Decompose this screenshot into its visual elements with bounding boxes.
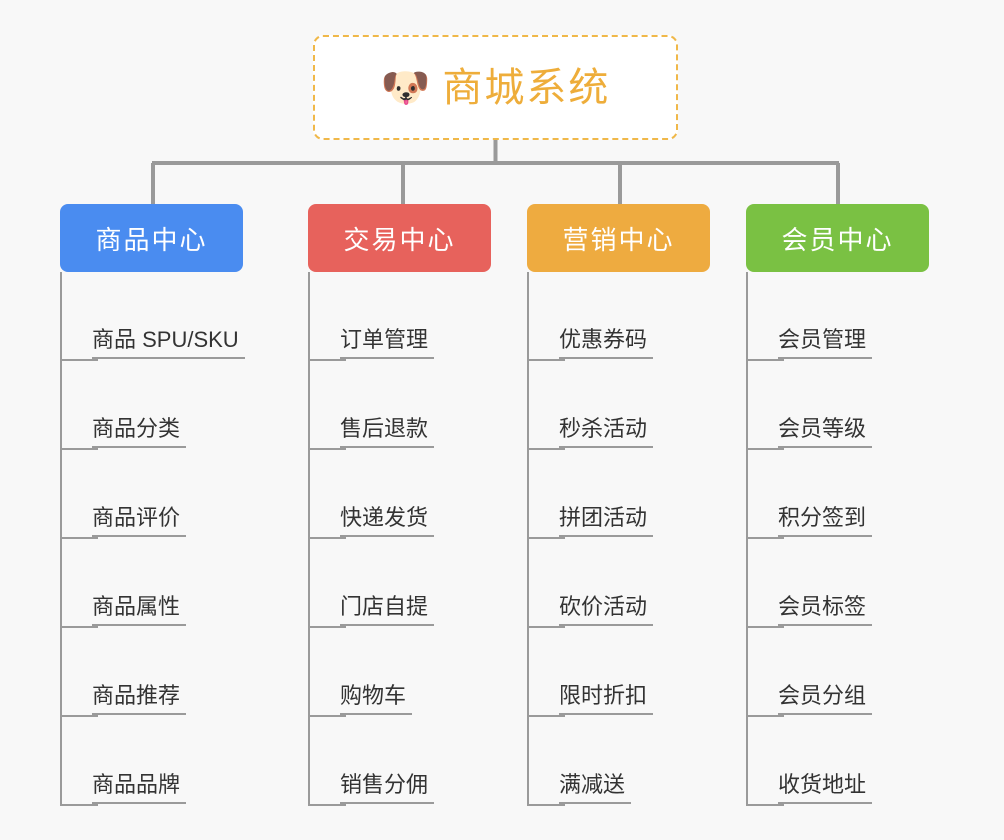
leaf-label: 收货地址 (778, 772, 873, 804)
leaf-label: 购物车 (340, 683, 413, 715)
leaf-list-member-center: 会员管理 会员等级 积分签到 会员标签 会员分组 收货地址 (746, 272, 873, 806)
list-item[interactable]: 会员管理 (746, 272, 873, 361)
list-item[interactable]: 商品品牌 (60, 717, 245, 806)
branch-spine (746, 272, 748, 806)
leaf-label: 快递发货 (340, 505, 435, 537)
list-item[interactable]: 砍价活动 (527, 539, 654, 628)
leaf-label: 积分签到 (778, 505, 873, 537)
leaf-label: 会员管理 (778, 327, 873, 359)
branch-header-label: 会员中心 (781, 224, 894, 255)
list-item[interactable]: 商品推荐 (60, 628, 245, 717)
list-item[interactable]: 优惠券码 (527, 272, 654, 361)
leaf-label: 商品分类 (92, 416, 187, 448)
leaf-list-product-center: 商品 SPU/SKU 商品分类 商品评价 商品属性 商品推荐 商品品牌 (60, 272, 245, 806)
list-item[interactable]: 快递发货 (308, 450, 435, 539)
list-item[interactable]: 门店自提 (308, 539, 435, 628)
leaf-label: 会员等级 (778, 416, 873, 448)
leaf-label: 会员分组 (778, 683, 873, 715)
list-item[interactable]: 拼团活动 (527, 450, 654, 539)
leaf-label: 商品属性 (92, 594, 187, 626)
list-item[interactable]: 限时折扣 (527, 628, 654, 717)
list-item[interactable]: 商品属性 (60, 539, 245, 628)
leaf-label: 限时折扣 (559, 683, 654, 715)
root-node[interactable]: 🐶 商城系统 (313, 35, 678, 140)
list-item[interactable]: 订单管理 (308, 272, 435, 361)
list-item[interactable]: 商品评价 (60, 450, 245, 539)
list-item[interactable]: 会员标签 (746, 539, 873, 628)
leaf-label: 销售分佣 (340, 772, 435, 804)
leaf-label: 砍价活动 (559, 594, 654, 626)
leaf-label: 售后退款 (340, 416, 435, 448)
leaf-label: 商品 SPU/SKU (92, 327, 245, 359)
leaf-label: 门店自提 (340, 594, 435, 626)
branch-header-label: 营销中心 (562, 224, 675, 255)
branch-header-label: 交易中心 (343, 224, 456, 255)
page-title: 商城系统 (442, 65, 611, 110)
branch-header-trade-center[interactable]: 交易中心 (308, 204, 491, 272)
leaf-list-marketing-center: 优惠券码 秒杀活动 拼团活动 砍价活动 限时折扣 满减送 (527, 272, 654, 806)
list-item[interactable]: 购物车 (308, 628, 434, 717)
list-item[interactable]: 会员等级 (746, 361, 873, 450)
leaf-label: 满减送 (559, 772, 632, 804)
list-item[interactable]: 商品 SPU/SKU (60, 272, 245, 361)
list-item[interactable]: 销售分佣 (308, 717, 435, 806)
list-item[interactable]: 收货地址 (746, 717, 873, 806)
list-item[interactable]: 秒杀活动 (527, 361, 654, 450)
list-item[interactable]: 会员分组 (746, 628, 873, 717)
branch-header-member-center[interactable]: 会员中心 (746, 204, 929, 272)
leaf-label: 优惠券码 (559, 327, 654, 359)
leaf-label: 商品推荐 (92, 683, 187, 715)
list-item[interactable]: 满减送 (527, 717, 653, 806)
list-item[interactable]: 商品分类 (60, 361, 245, 450)
branch-header-product-center[interactable]: 商品中心 (60, 204, 243, 272)
branch-spine (60, 272, 62, 806)
branch-header-marketing-center[interactable]: 营销中心 (527, 204, 710, 272)
branch-header-label: 商品中心 (95, 224, 208, 255)
leaf-label: 拼团活动 (559, 505, 654, 537)
leaf-label: 商品评价 (92, 505, 187, 537)
list-item[interactable]: 积分签到 (746, 450, 873, 539)
leaf-label: 秒杀活动 (559, 416, 654, 448)
leaf-label: 会员标签 (778, 594, 873, 626)
branch-spine (308, 272, 310, 806)
list-item[interactable]: 售后退款 (308, 361, 435, 450)
leaf-label: 订单管理 (340, 327, 435, 359)
branch-spine (527, 272, 529, 806)
leaf-label: 商品品牌 (92, 772, 187, 804)
leaf-list-trade-center: 订单管理 售后退款 快递发货 门店自提 购物车 销售分佣 (308, 272, 435, 806)
dog-face-icon: 🐶 (380, 65, 431, 110)
